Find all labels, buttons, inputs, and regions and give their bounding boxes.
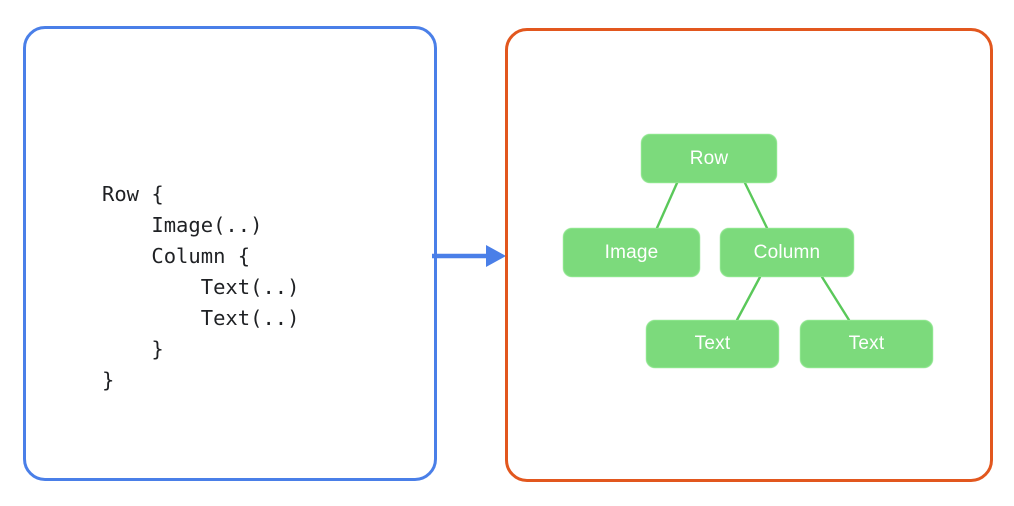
transform-arrow	[432, 245, 506, 267]
code-snippet: Row { Image(..) Column { Text(..) Text(.…	[102, 182, 300, 392]
code-panel: Row { Image(..) Column { Text(..) Text(.…	[23, 26, 437, 481]
tree-node-row[interactable]: Row	[641, 134, 777, 183]
tree-node-text-1[interactable]: Text	[646, 320, 779, 368]
tree-diagram: Row Image Column Text Text	[505, 28, 993, 482]
edge-row-column	[743, 181, 769, 230]
tree-node-column[interactable]: Column	[720, 228, 854, 277]
edge-row-image	[655, 181, 679, 230]
tree-edges	[655, 181, 851, 322]
arrow-shape	[432, 245, 506, 267]
tree-node-image[interactable]: Image	[563, 228, 700, 277]
arrow-head	[486, 245, 506, 267]
edge-column-text2	[820, 275, 851, 322]
edge-column-text1	[735, 275, 762, 322]
tree-node-text-2[interactable]: Text	[800, 320, 933, 368]
